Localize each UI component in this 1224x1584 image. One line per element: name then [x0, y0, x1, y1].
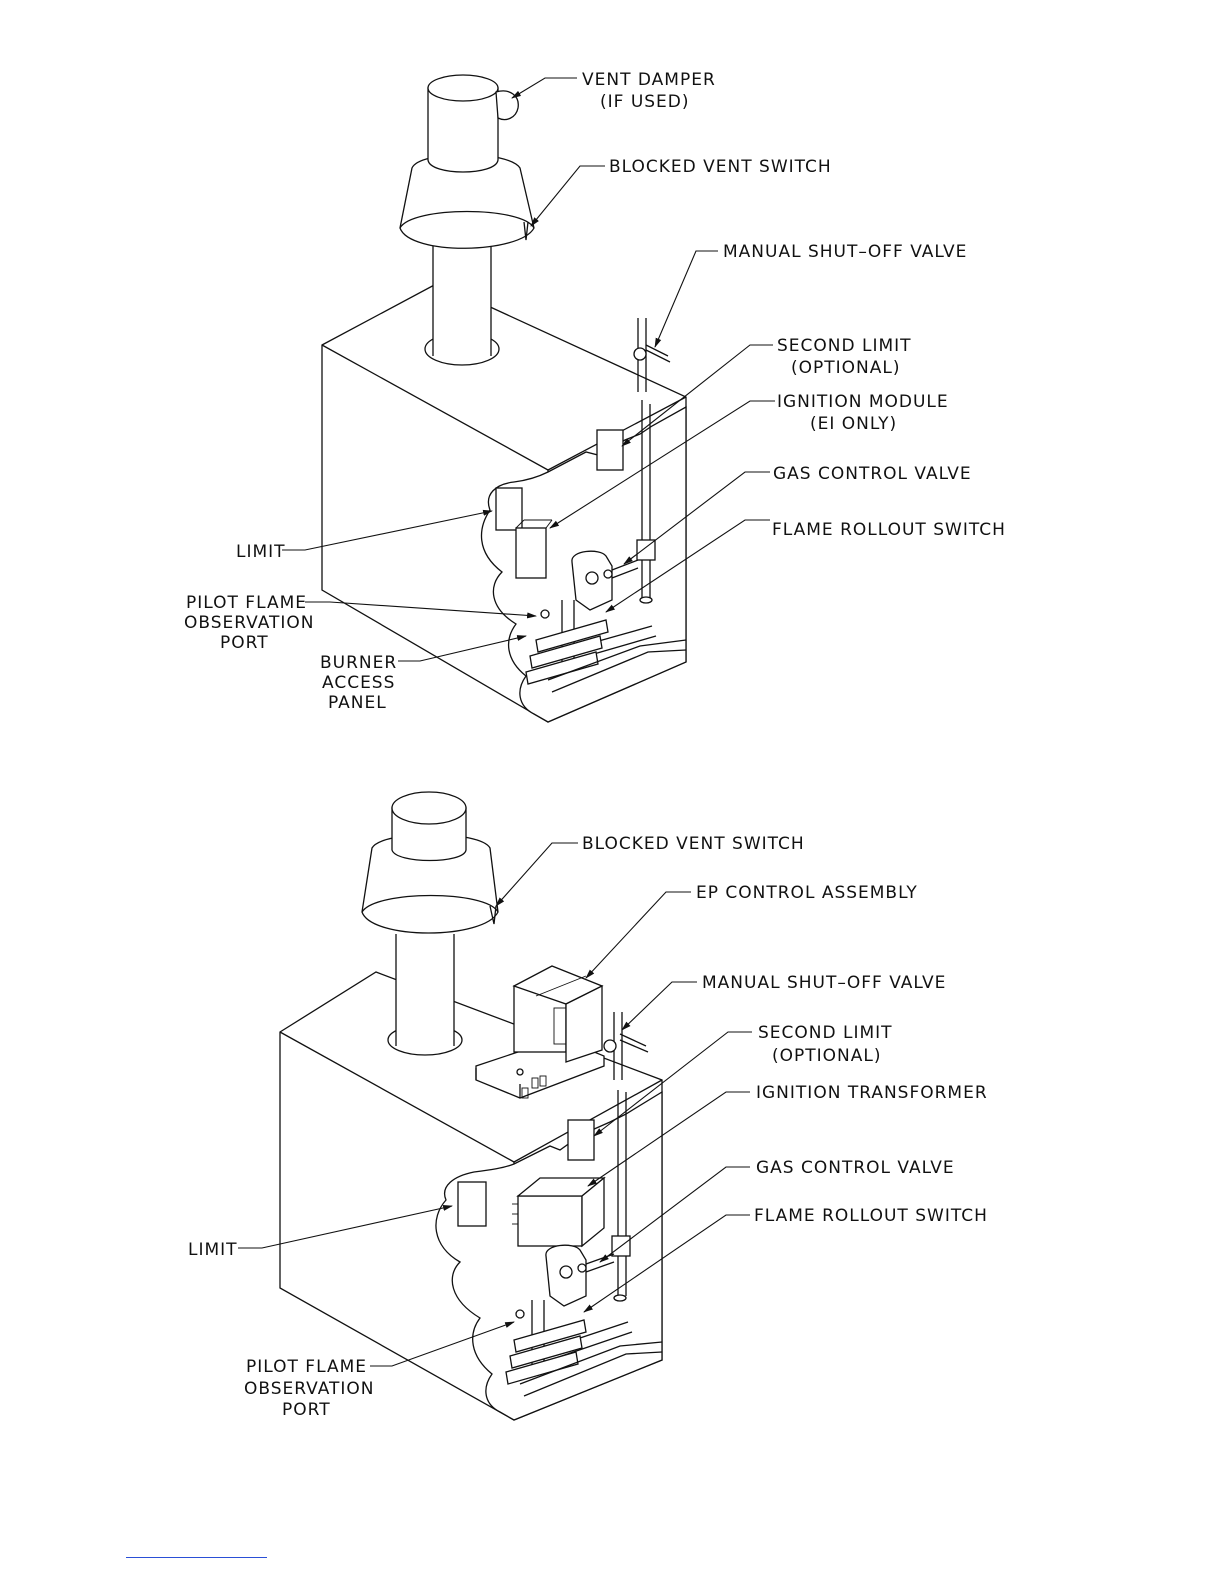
- boiler-top-drawing: [282, 74, 775, 723]
- gas-control-valve-bottom: [545, 1244, 615, 1307]
- label-second-limit-note: (OPTIONAL): [791, 358, 901, 378]
- label-ignition-module-note: (EI ONLY): [810, 414, 897, 434]
- label-flame-rollout-switch-b: FLAME ROLLOUT SWITCH: [754, 1206, 988, 1226]
- label-gas-control-valve: GAS CONTROL VALVE: [773, 464, 972, 484]
- ep-control-assembly-unit: [475, 965, 605, 1099]
- ignition-transformer-box: [512, 1176, 606, 1248]
- label-gas-control-valve-b: GAS CONTROL VALVE: [756, 1158, 955, 1178]
- gas-supply-pipe-top: [633, 318, 671, 604]
- label-pilot-flame-b: PILOT FLAME: [246, 1357, 367, 1377]
- limit-box-bottom: [457, 1181, 487, 1227]
- label-second-limit: SECOND LIMIT: [777, 336, 912, 356]
- label-pilot-flame: PILOT FLAME: [186, 593, 307, 613]
- label-ignition-transformer: IGNITION TRANSFORMER: [756, 1083, 988, 1103]
- label-manual-shutoff-valve: MANUAL SHUT–OFF VALVE: [723, 242, 967, 262]
- label-observation-b: OBSERVATION: [244, 1379, 375, 1399]
- blocked-vent-switch-probe-bottom: [489, 905, 497, 925]
- limit-box-top: [495, 487, 523, 531]
- label-panel: PANEL: [328, 693, 387, 713]
- label-limit-b: LIMIT: [188, 1240, 238, 1260]
- label-limit: LIMIT: [236, 542, 286, 562]
- burner-manifold-bottom: [505, 1300, 663, 1397]
- label-flame-rollout-switch: FLAME ROLLOUT SWITCH: [772, 520, 1006, 540]
- label-observation: OBSERVATION: [184, 613, 315, 633]
- second-limit-box-top: [596, 429, 624, 471]
- footer-rule: [126, 1557, 267, 1558]
- label-manual-shutoff-valve-b: MANUAL SHUT–OFF VALVE: [702, 973, 946, 993]
- label-second-limit-note-b: (OPTIONAL): [772, 1046, 882, 1066]
- label-access: ACCESS: [322, 673, 395, 693]
- label-ep-control-assembly: EP CONTROL ASSEMBLY: [696, 883, 918, 903]
- ignition-module-box: [515, 519, 553, 579]
- blocked-vent-switch-probe-top: [523, 221, 529, 241]
- burner-manifold-top: [525, 600, 687, 693]
- second-limit-box-bottom: [567, 1119, 595, 1161]
- label-second-limit-b: SECOND LIMIT: [758, 1023, 893, 1043]
- gas-control-valve-top: [571, 550, 639, 611]
- label-vent-damper-note: (IF USED): [600, 92, 690, 112]
- vent-damper: [427, 74, 519, 173]
- boiler-bottom-drawing: [238, 791, 752, 1421]
- draft-hood-bottom: [361, 791, 499, 934]
- label-port-b: PORT: [282, 1400, 331, 1420]
- label-vent-damper: VENT DAMPER: [582, 70, 716, 90]
- flue-pipe-top: [424, 240, 500, 366]
- label-ignition-module: IGNITION MODULE: [777, 392, 949, 412]
- label-burner: BURNER: [320, 653, 397, 673]
- label-blocked-vent-switch: BLOCKED VENT SWITCH: [609, 157, 832, 177]
- flue-pipe-bottom: [387, 930, 463, 1056]
- labels-bottom: BLOCKED VENT SWITCH EP CONTROL ASSEMBLY …: [188, 834, 988, 1420]
- labels-top: VENT DAMPER (IF USED) BLOCKED VENT SWITC…: [184, 70, 1006, 713]
- label-port: PORT: [220, 633, 269, 653]
- label-blocked-vent-switch-b: BLOCKED VENT SWITCH: [582, 834, 805, 854]
